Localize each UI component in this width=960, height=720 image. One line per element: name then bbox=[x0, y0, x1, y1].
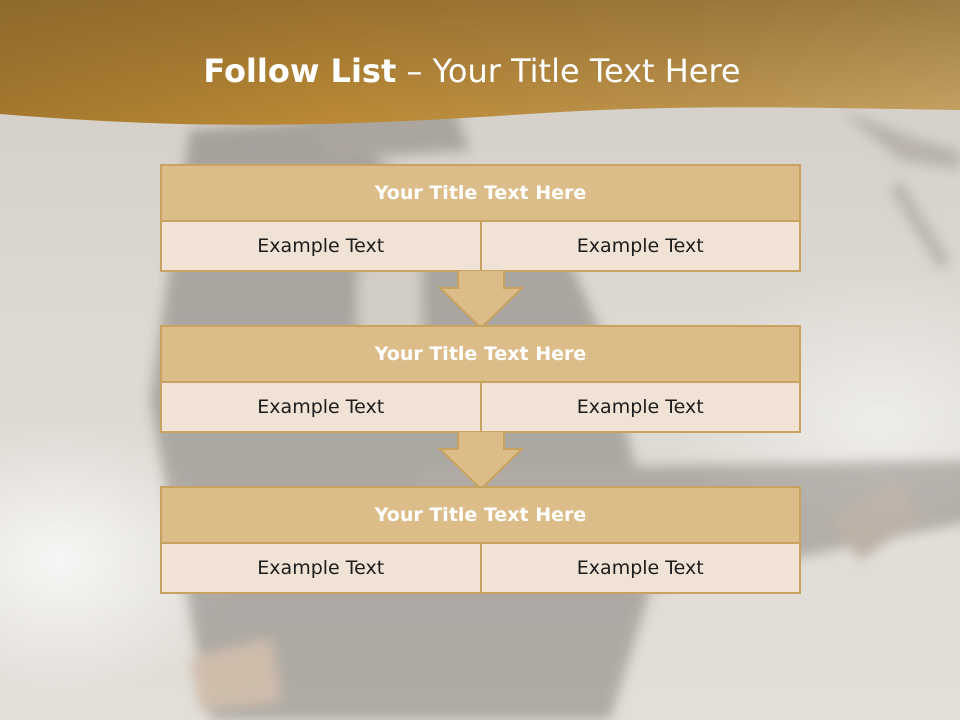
slide-title-rest: – Your Title Text Here bbox=[396, 52, 741, 90]
step-cell-right: Example Text bbox=[479, 222, 799, 270]
step-cell-left: Example Text bbox=[162, 383, 480, 431]
step-cell-left: Example Text bbox=[162, 222, 480, 270]
step-box-1: Your Title Text Here Example Text Exampl… bbox=[160, 164, 801, 272]
step-title: Your Title Text Here bbox=[162, 327, 799, 383]
down-arrow-icon bbox=[438, 431, 524, 491]
down-arrow-icon bbox=[438, 270, 524, 330]
header-band bbox=[0, 0, 960, 125]
step-cell-right: Example Text bbox=[479, 544, 799, 592]
slide-title: Follow List – Your Title Text Here bbox=[0, 52, 944, 90]
step-box-3: Your Title Text Here Example Text Exampl… bbox=[160, 486, 801, 594]
step-box-2: Your Title Text Here Example Text Exampl… bbox=[160, 325, 801, 433]
step-title: Your Title Text Here bbox=[162, 166, 799, 222]
step-cell-right: Example Text bbox=[479, 383, 799, 431]
step-cell-left: Example Text bbox=[162, 544, 480, 592]
slide-title-bold: Follow List bbox=[203, 52, 397, 90]
step-title: Your Title Text Here bbox=[162, 488, 799, 544]
